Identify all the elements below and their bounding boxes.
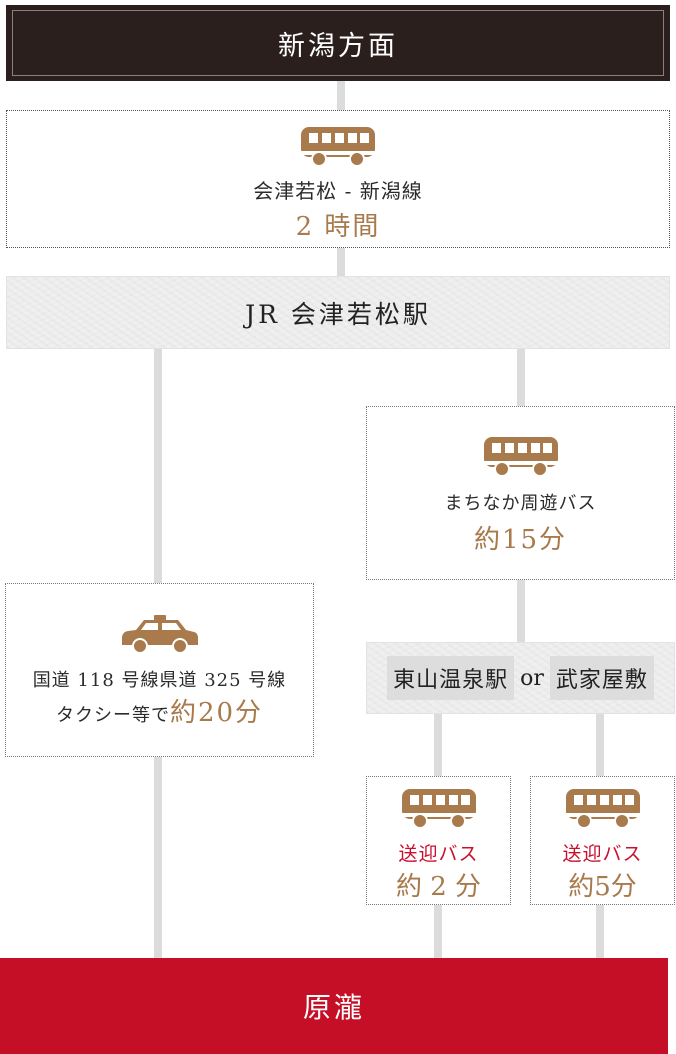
route-label-taxi-prefix: タクシー等で [55, 705, 170, 726]
route-box-niigata: 会津若松 - 新潟線 2 時間 [6, 110, 670, 248]
route-label-taxi: 国道 118 号線県道 325 号線 [32, 670, 287, 691]
bus-icon [400, 787, 478, 831]
header-bar: 新潟方面 [6, 5, 670, 81]
shuttle-box-left: 送迎バス 約 2 分 [366, 776, 511, 905]
header-title: 新潟方面 [278, 30, 398, 62]
destination-title: 原瀧 [302, 991, 365, 1024]
connector-shuttle-left-footer [434, 905, 442, 958]
shuttle-label-left: 送迎バス [398, 843, 479, 865]
shuttle-box-right: 送迎バス 約5分 [530, 776, 675, 905]
bus-icon [299, 125, 377, 169]
route-box-taxi: 国道 118 号線県道 325 号線 タクシー等で 約20分 [5, 583, 314, 757]
connector-taxi-footer [154, 757, 162, 958]
station-higashiyama-onsen: 東山温泉駅 [387, 656, 515, 700]
shuttle-label-right: 送迎バス [562, 843, 643, 865]
station-title-jr: JR 会津若松駅 [245, 299, 431, 329]
route-label-niigata: 会津若松 - 新潟線 [253, 179, 423, 203]
shuttle-time-right: 約5分 [568, 872, 637, 902]
connector-header-niigata [337, 80, 345, 110]
taxi-icon [120, 614, 200, 656]
bus-icon [564, 787, 642, 831]
connector-stations-shuttle-left [434, 714, 442, 776]
route-time-taxi: 約20分 [169, 698, 264, 728]
station-or-separator: or [520, 665, 544, 691]
connector-jr-machinaka [517, 349, 525, 406]
connector-machinaka-stations [517, 580, 525, 642]
connector-stations-shuttle-right [596, 714, 604, 776]
header-frame: 新潟方面 [12, 10, 664, 76]
route-taxi-line2: タクシー等で 約20分 [56, 692, 263, 729]
station-bukeyashiki: 武家屋敷 [549, 656, 654, 700]
connector-niigata-jr [337, 248, 345, 276]
connector-jr-taxi [154, 349, 162, 583]
station-pair-bar: 東山温泉駅 or 武家屋敷 [366, 642, 675, 714]
bus-icon [482, 435, 560, 479]
shuttle-time-left: 約 2 分 [395, 872, 482, 902]
connector-shuttle-right-footer [596, 905, 604, 958]
destination-bar: 原瀧 [0, 958, 668, 1054]
route-label-machinaka: まちなか周遊バス [444, 493, 597, 514]
route-box-machinaka: まちなか周遊バス 約15分 [366, 406, 675, 580]
route-time-niigata: 2 時間 [295, 212, 381, 242]
route-time-machinaka: 約15分 [473, 525, 568, 555]
station-jr-aizuwakamatsu: JR 会津若松駅 [6, 276, 670, 349]
